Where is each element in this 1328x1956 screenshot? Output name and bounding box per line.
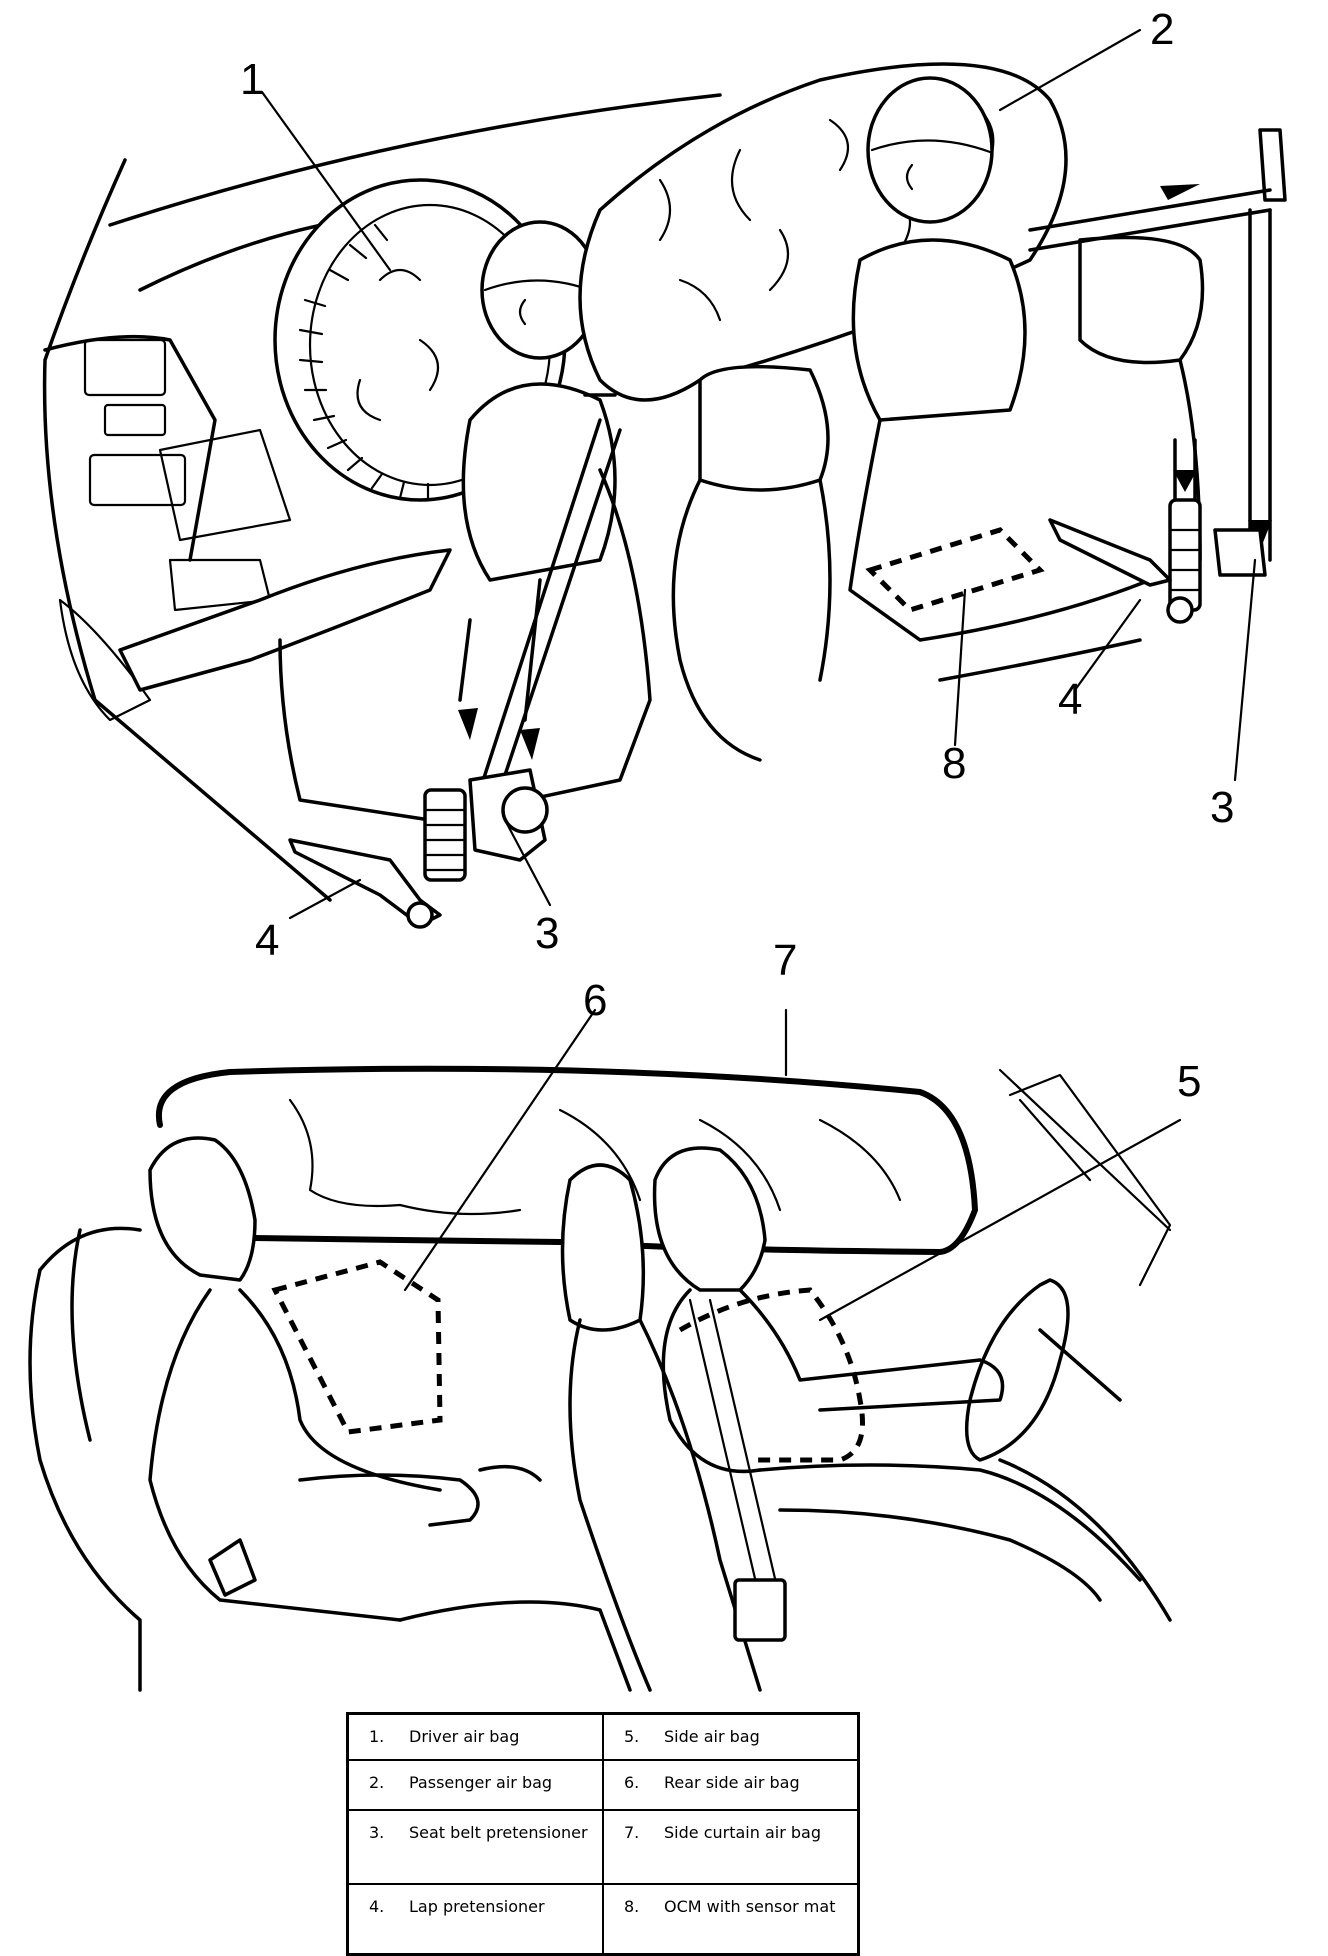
legend-number: 2. [369,1773,385,1792]
legend-label: Side air bag [664,1727,760,1746]
legend-row: 4. Lap pretensioner 8. OCM with sensor m… [346,1883,860,1956]
legend-row: 1. Driver air bag 5. Side air bag [346,1712,860,1761]
side-air-bag [678,1287,865,1463]
callout-8: 8 [942,739,966,788]
legend-row: 3. Seat belt pretensioner 7. Side curtai… [346,1809,860,1885]
callout-labels: 1 2 3 3 4 4 8 7 6 5 [240,5,1234,1106]
front-seats-view [42,28,1287,929]
callout-4-passenger: 4 [1058,675,1082,724]
legend-cell: 7. Side curtain air bag [602,1809,860,1885]
callout-2: 2 [1150,5,1174,54]
callout-1: 1 [240,55,264,104]
passenger-dummy [851,76,1027,422]
ocm-sensor-mat [865,527,1045,613]
legend-row: 2. Passenger air bag 6. Rear side air ba… [346,1759,860,1811]
callout-3-passenger: 3 [1210,783,1234,832]
legend-cell: 8. OCM with sensor mat [602,1883,860,1956]
rear-side-air-bag [271,1259,443,1435]
legend-cell: 4. Lap pretensioner [346,1883,604,1956]
side-view [28,1008,1182,1692]
callout-3-driver: 3 [535,909,559,958]
callout-4-driver: 4 [255,916,279,965]
legend-label: Driver air bag [409,1727,520,1746]
callout-5: 5 [1177,1057,1201,1106]
legend-label: Seat belt pretensioner [409,1823,588,1842]
legend-cell: 3. Seat belt pretensioner [346,1809,604,1885]
rear-occupant [148,1136,632,1692]
legend-cell: 6. Rear side air bag [602,1759,860,1811]
legend-number: 5. [624,1727,640,1746]
legend-number: 4. [369,1897,385,1916]
legend-number: 3. [369,1823,385,1842]
legend-cell: 2. Passenger air bag [346,1759,604,1811]
legend-number: 7. [624,1823,640,1842]
legend-number: 8. [624,1897,640,1916]
legend-cell: 5. Side air bag [602,1712,860,1761]
driver-side-dummy [652,1146,1142,1602]
callout-7: 7 [773,936,797,985]
legend-label: Side curtain air bag [664,1823,821,1842]
side-curtain-air-bag [155,1065,978,1255]
callout-6: 6 [583,976,607,1025]
legend-label: Rear side air bag [664,1773,800,1792]
legend-number: 1. [369,1727,385,1746]
legend-label: Lap pretensioner [409,1897,545,1916]
legend-table: 1. Driver air bag 5. Side air bag 2. Pas… [346,1712,860,1956]
legend-label: OCM with sensor mat [664,1897,836,1916]
legend-label: Passenger air bag [409,1773,553,1792]
legend-cell: 1. Driver air bag [346,1712,604,1761]
legend-number: 6. [624,1773,640,1792]
